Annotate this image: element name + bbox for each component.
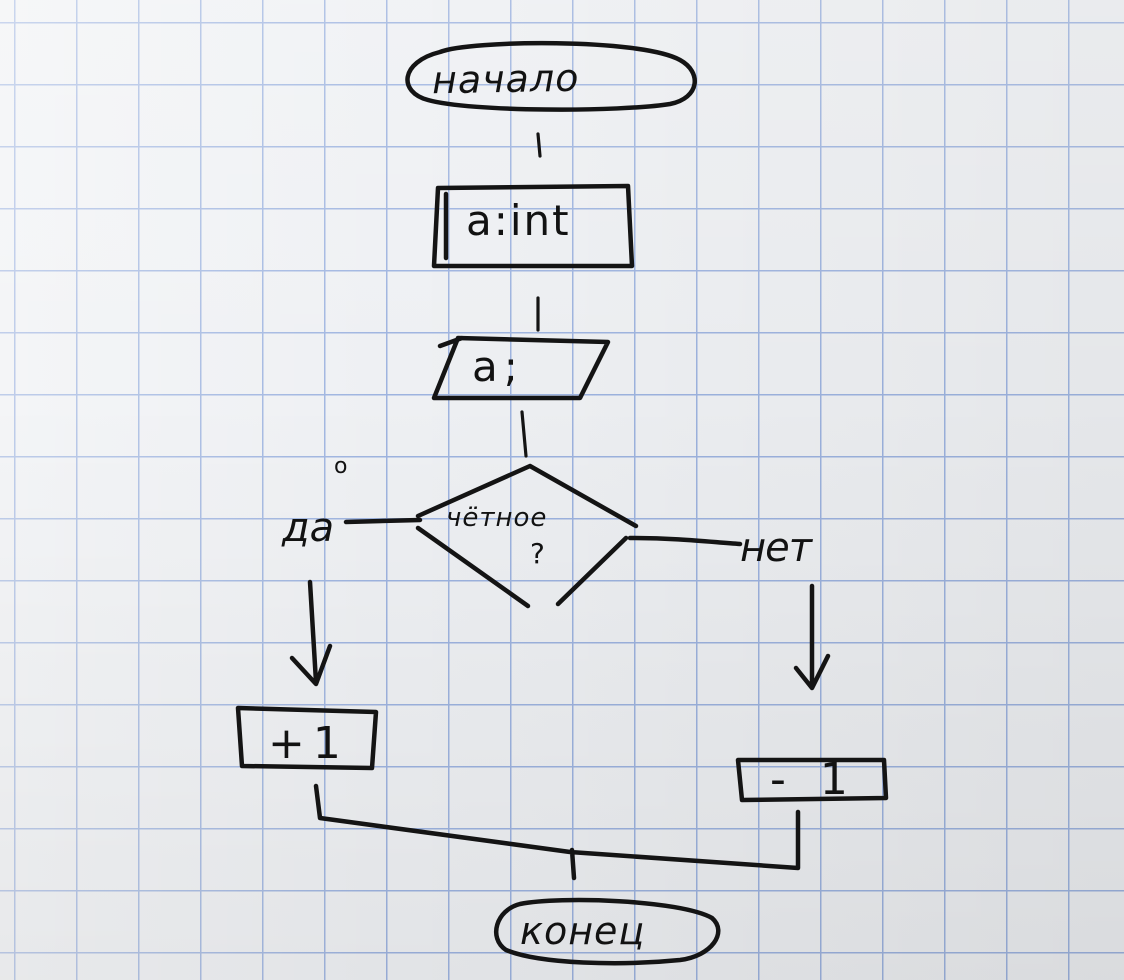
yes-label: да [282,505,335,551]
condition-question-mark: ? [530,537,545,570]
declaration-label: a:int [466,196,571,245]
input-parallelogram-shape [431,335,611,401]
no-label: нет [740,525,812,571]
start-terminator-shape [405,40,697,112]
no-branch-line [627,535,743,547]
condition-label: чётное [446,503,548,533]
no-action-box-shape [735,757,889,803]
yes-action-box-shape [235,705,379,771]
no-arrow [793,583,831,691]
decision-connector [520,410,528,458]
start-connector [536,132,542,158]
end-terminator-shape [494,897,721,966]
decision-diamond-shape [415,463,639,609]
start-label: начало [431,55,580,103]
no-action-label: - 1 [770,754,858,805]
yes-arrow [289,579,333,687]
declaration-box-shape [431,183,635,269]
merge-lines [313,783,801,881]
input-label: a; [472,342,524,391]
end-label: конец [520,909,646,953]
yes-mark: o [334,454,348,479]
yes-branch-line [343,517,423,525]
yes-action-label: +1 [268,718,349,769]
